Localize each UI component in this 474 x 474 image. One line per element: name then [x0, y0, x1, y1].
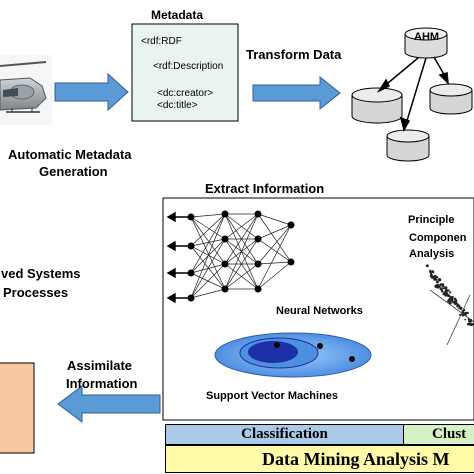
ahm-database-icons — [351, 27, 473, 162]
pca-point — [442, 283, 445, 286]
pca-point — [438, 285, 441, 289]
auto-metadata-label-line2: Generation — [39, 164, 108, 179]
pca-point — [435, 283, 440, 288]
output-box — [0, 362, 35, 454]
pca-point — [454, 303, 457, 306]
pca-point — [431, 270, 435, 273]
metadata-line-description: <rdf:Description — [153, 61, 224, 72]
pca-label-line1: Principle — [408, 214, 455, 226]
pca-point — [432, 276, 435, 279]
transform-data-label: Transform Data — [246, 47, 342, 62]
pca-label-line2: Componen — [409, 232, 467, 244]
pca-point — [441, 285, 444, 288]
svm-label: Support Vector Machines — [206, 390, 339, 402]
pca-point — [448, 301, 452, 305]
pca-point — [429, 272, 433, 275]
improved-systems-label-line2: Processes — [3, 285, 69, 300]
pca-point — [431, 276, 434, 279]
arrow-assimilate-information — [57, 385, 161, 423]
pca-point — [435, 281, 439, 284]
pca-point — [444, 290, 448, 295]
metadata-box — [131, 23, 239, 122]
assimilate-label-line1: Assimilate — [67, 358, 133, 373]
arrow-to-metadata — [54, 72, 129, 112]
clustering-label: Clust — [432, 426, 467, 442]
pca-point — [446, 294, 449, 297]
metadata-line-title: <dc:title> — [157, 100, 198, 111]
ahm-arrows — [376, 56, 449, 133]
metadata-line-rdf: <rdf:RDF — [141, 36, 182, 47]
pca-axes — [429, 289, 474, 346]
pca-point — [464, 318, 466, 321]
data-mining-panel — [162, 197, 474, 421]
pca-point — [429, 269, 432, 272]
improved-systems-label-line1: ved Systems — [1, 266, 81, 281]
pca-point — [444, 286, 448, 290]
pca-point — [439, 287, 443, 291]
pca-point — [440, 283, 443, 286]
pca-point — [434, 275, 438, 279]
pca-point — [458, 307, 460, 310]
classification-label: Classification — [241, 426, 328, 442]
pca-point — [440, 289, 444, 293]
pca-point — [446, 289, 449, 292]
extract-information-label: Extract Information — [205, 181, 325, 196]
pca-label-line3: Analysis — [409, 248, 455, 260]
pca-point — [467, 322, 470, 326]
pca-point — [463, 312, 466, 315]
toolbox-label: Data Mining Analysis M — [262, 448, 450, 469]
pca-point — [449, 291, 452, 294]
pca-point — [469, 322, 474, 327]
neural-networks-label: Neural Networks — [276, 305, 363, 317]
auto-metadata-label-line1: Automatic Metadata — [8, 147, 132, 162]
pca-point — [435, 278, 438, 281]
clustering-bar: Clust — [403, 424, 474, 445]
pca-point — [452, 300, 455, 304]
metadata-title: Metadata — [151, 8, 204, 22]
classification-bar: Classification — [165, 424, 404, 445]
neural-network-diagram — [166, 210, 295, 304]
pca-point — [457, 304, 461, 308]
pca-point — [451, 295, 454, 299]
metadata-line-creator: <dc:creator> — [157, 88, 214, 99]
svm-diagram — [214, 332, 372, 378]
pca-point — [454, 300, 457, 304]
ahm-label: AHM — [414, 31, 440, 43]
arrow-transform-data — [252, 75, 341, 111]
helicopter-image — [0, 55, 52, 125]
pca-point — [456, 305, 459, 308]
pca-point — [459, 306, 463, 310]
pca-point — [437, 278, 442, 282]
pca-point — [425, 264, 429, 268]
assimilate-label-line2: Information — [66, 376, 138, 391]
toolbox-bar: Data Mining Analysis M — [165, 445, 474, 473]
